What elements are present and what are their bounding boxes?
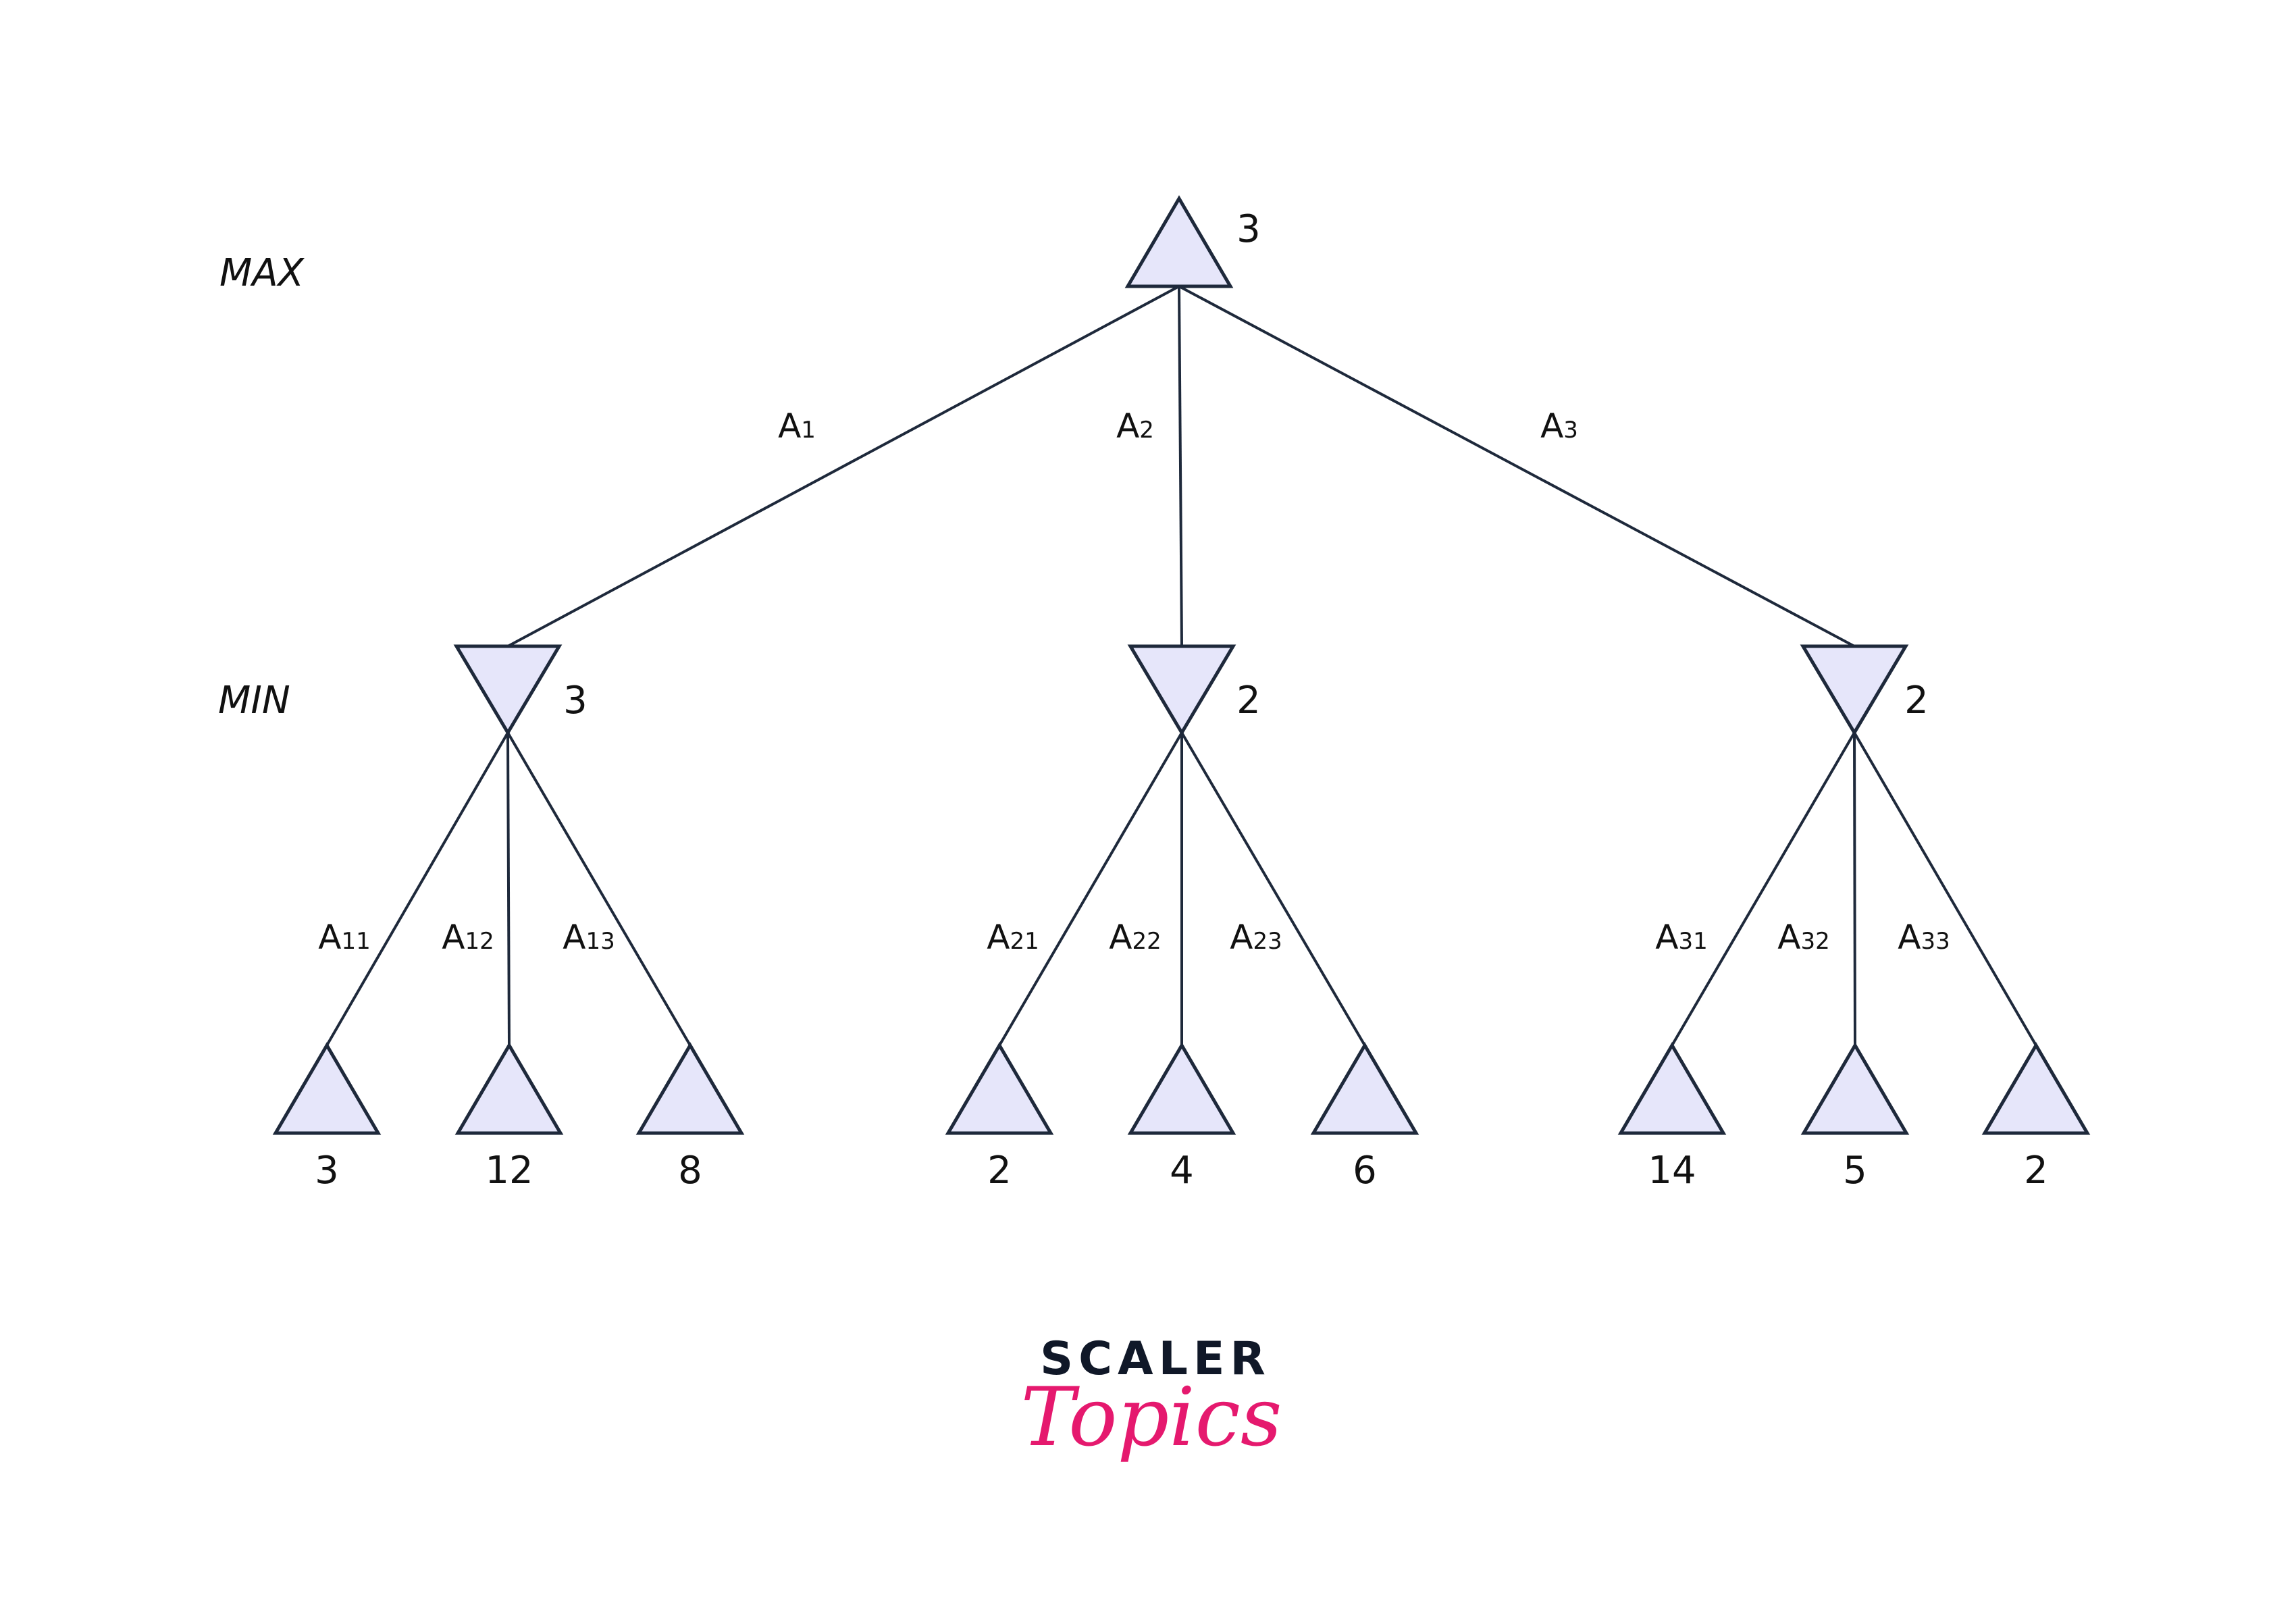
edge-min-1-to-leaf-2	[506, 732, 511, 1046]
edge-min-1-to-leaf-1	[325, 731, 509, 1047]
edge-root-to-min-1	[507, 285, 1180, 648]
edge-label-a13: A13	[563, 918, 615, 957]
edge-label-a21: A21	[987, 918, 1039, 957]
leaf-value-3-1: 14	[1648, 1149, 1696, 1193]
leaf-node-2-2	[1127, 1042, 1236, 1135]
leaf-value-1-1: 3	[315, 1149, 339, 1193]
min-node-value-1: 3	[563, 679, 588, 723]
leaf-value-2-2: 4	[1170, 1149, 1194, 1193]
edge-root-to-min-3	[1178, 285, 1855, 648]
edge-min-1-to-leaf-3	[506, 731, 692, 1047]
leaf-node-2-3	[1310, 1042, 1419, 1135]
tree-edges	[325, 285, 2037, 1047]
leaf-node-3-2	[1800, 1042, 1910, 1135]
max-root-node	[1124, 195, 1234, 288]
edge-label-a22: A22	[1109, 918, 1161, 957]
leaf-value-3-2: 5	[1843, 1149, 1867, 1193]
leaf-value-3-3: 2	[2024, 1149, 2048, 1193]
edge-label-a11: A11	[318, 918, 370, 957]
root-value: 3	[1236, 207, 1261, 251]
edge-root-to-min-2	[1178, 286, 1183, 647]
min-node-value-3: 2	[1904, 679, 1929, 723]
leaf-node-2-1	[945, 1042, 1054, 1135]
tree-labels: 33A13A1112A128A132A22A214A226A232A314A31…	[315, 207, 2048, 1193]
edge-label-a3: A3	[1540, 407, 1578, 446]
leaf-value-1-2: 12	[485, 1149, 533, 1193]
edge-label-a1: A1	[778, 407, 816, 446]
leaf-node-1-3	[635, 1042, 745, 1135]
edge-label-a32: A32	[1777, 918, 1829, 957]
leaf-node-1-1	[272, 1042, 382, 1135]
leaf-node-1-2	[454, 1042, 564, 1135]
edge-label-a2: A2	[1116, 407, 1154, 446]
edge-min-3-to-leaf-3	[1853, 731, 2037, 1047]
logo-topics-text: Topics	[1021, 1371, 1282, 1465]
leaf-node-3-3	[1981, 1042, 2091, 1135]
edge-min-3-to-leaf-1	[1671, 731, 1856, 1047]
min-node-1	[453, 644, 563, 736]
edge-label-a31: A31	[1655, 918, 1707, 957]
edge-min-2-to-leaf-3	[1180, 731, 1366, 1047]
leaf-node-3-1	[1617, 1042, 1727, 1135]
edge-min-2-to-leaf-1	[998, 731, 1183, 1047]
min-node-3	[1800, 644, 1909, 736]
edge-min-3-to-leaf-2	[1853, 732, 1856, 1046]
edge-label-a23: A23	[1230, 918, 1282, 957]
level-label-max: MAX	[219, 251, 305, 295]
min-node-2	[1127, 644, 1236, 736]
leaf-value-1-3: 8	[678, 1149, 702, 1193]
scaler-topics-logo: SCALER Topics	[1021, 1332, 1282, 1465]
edge-label-a33: A33	[1898, 918, 1950, 957]
leaf-value-2-1: 2	[987, 1149, 1012, 1193]
min-node-value-2: 2	[1236, 679, 1261, 723]
tree-nodes	[272, 195, 2091, 1135]
leaf-value-2-3: 6	[1353, 1149, 1377, 1193]
logo-scaler-text: SCALER	[1040, 1332, 1271, 1386]
level-label-min: MIN	[218, 679, 290, 723]
edge-label-a12: A12	[442, 918, 494, 957]
